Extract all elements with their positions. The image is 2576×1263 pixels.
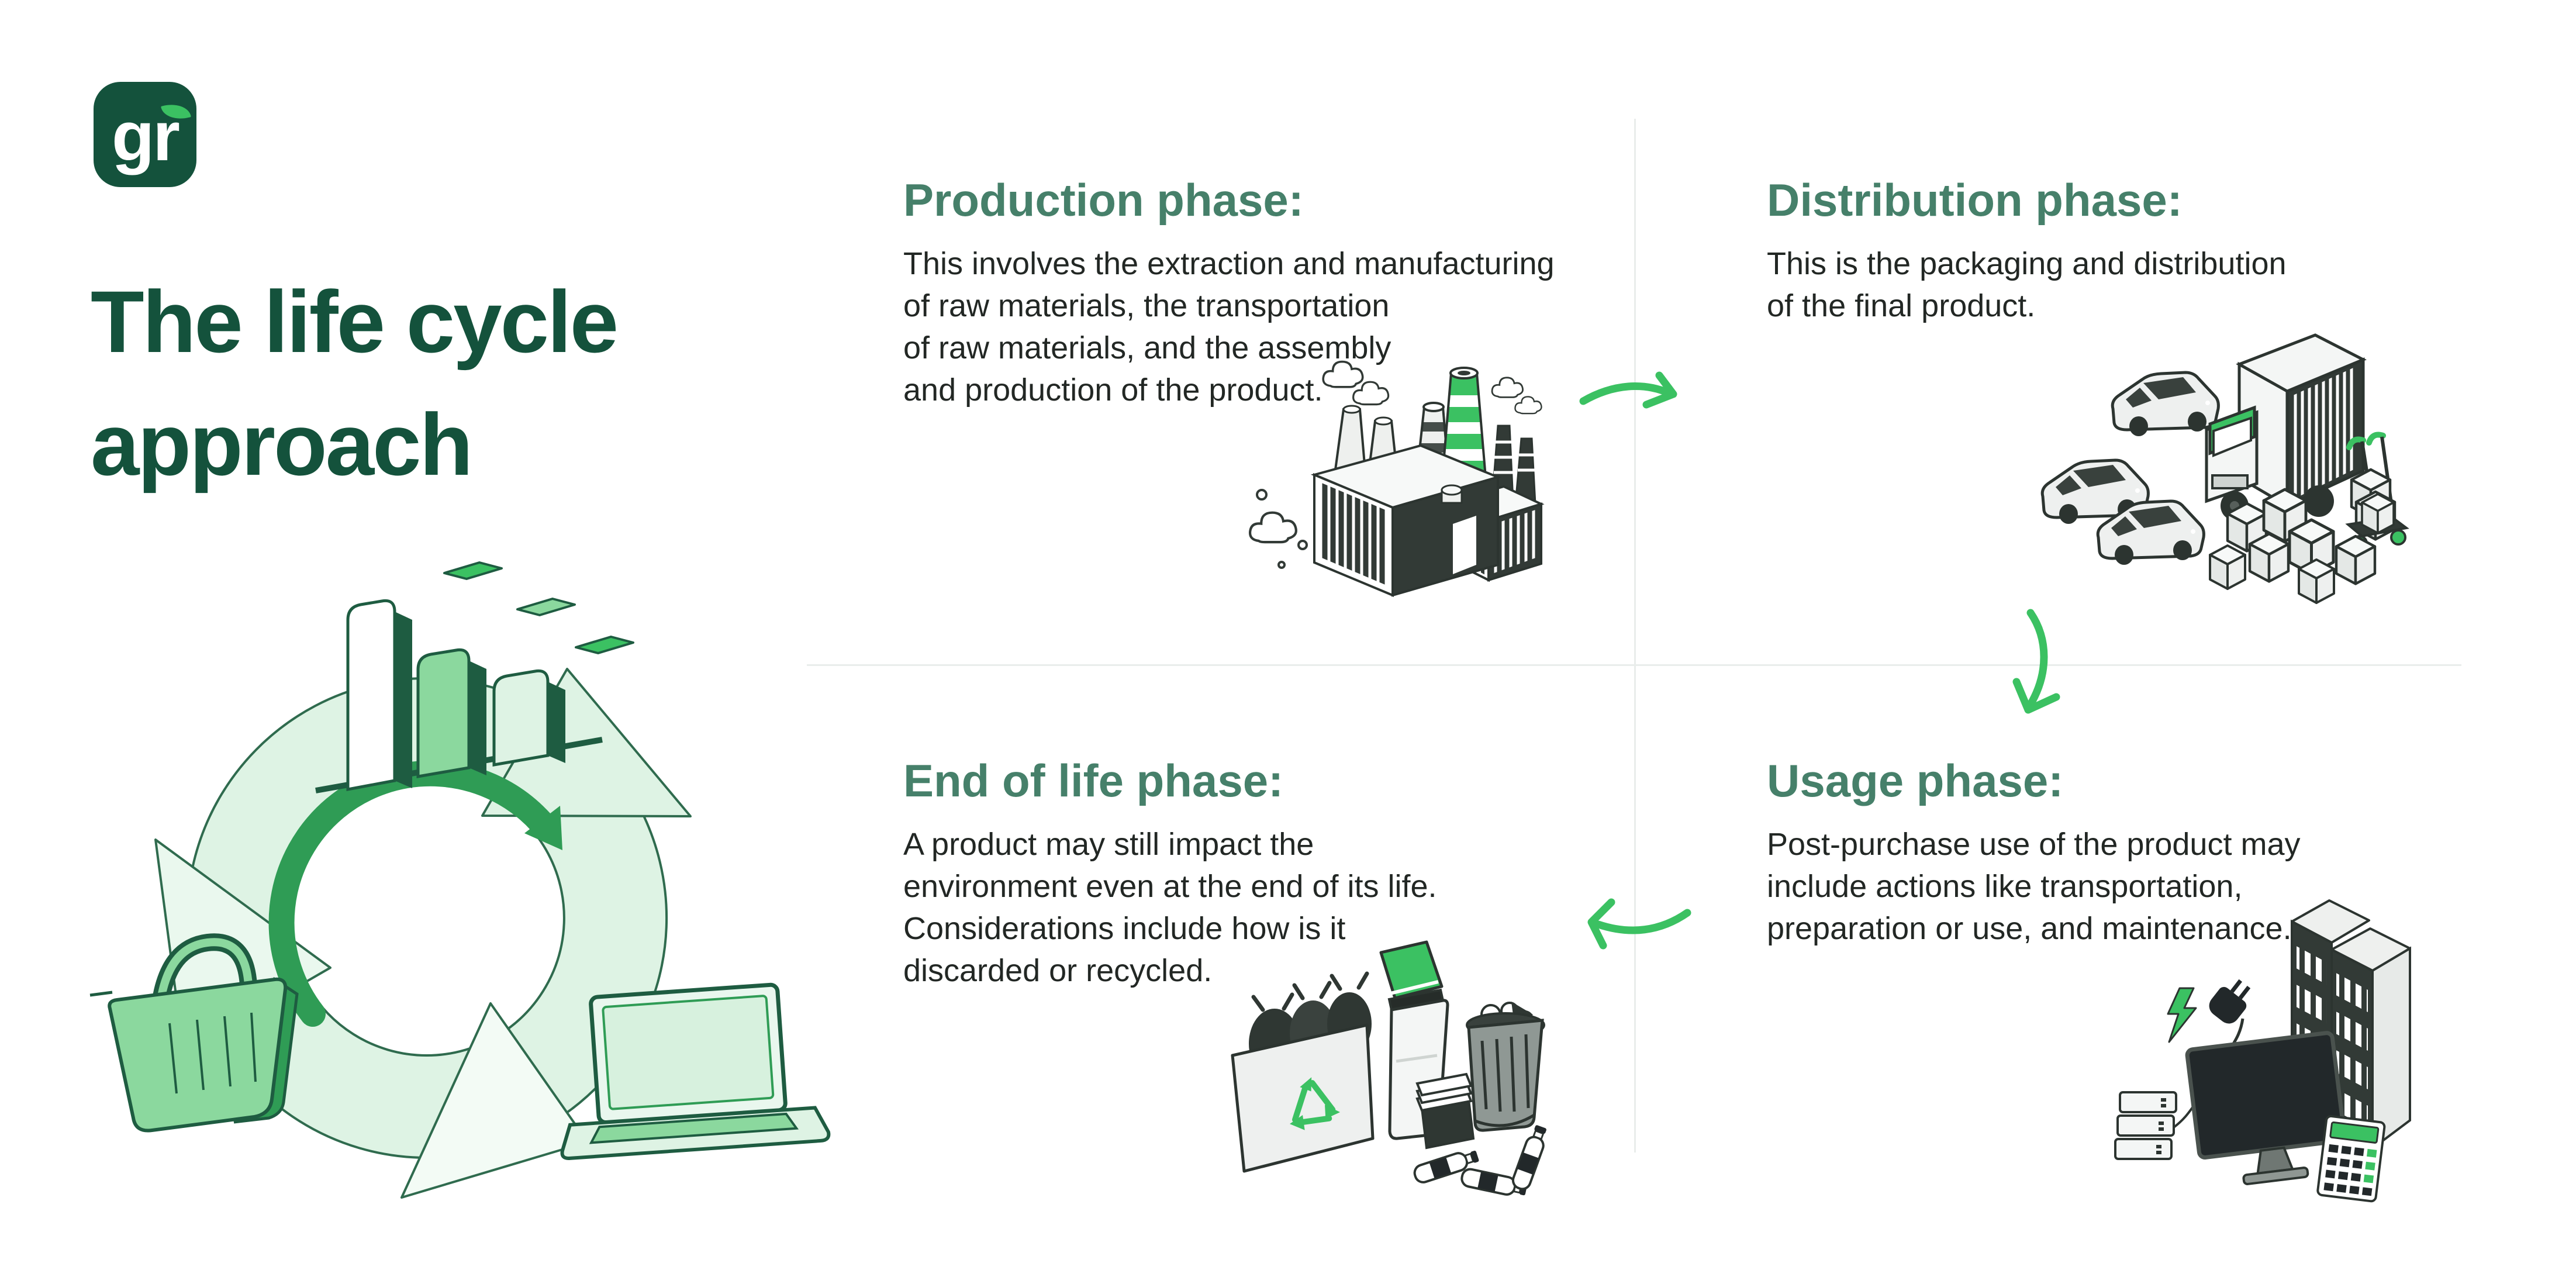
- production-line: This involves the extraction and manufac…: [903, 246, 1555, 281]
- usage-heading: Usage phase:: [1767, 755, 2064, 806]
- vertical-divider: [1634, 119, 1636, 1152]
- distribution-line: of the final product.: [1767, 288, 2036, 323]
- quadrant-production: Production phase: This involves the extr…: [903, 172, 1652, 411]
- trash-can-icon: [1466, 1002, 1545, 1132]
- shopping-basket-icon: [89, 933, 299, 1133]
- brand-logo: gr: [94, 82, 196, 187]
- end-of-life-line: Considerations include how is it: [903, 911, 1346, 946]
- page-title: The life cycle approach: [91, 260, 619, 506]
- usage-line: preparation or use, and maintenance.: [1767, 911, 2292, 946]
- production-line: of raw materials, and the assembly: [903, 330, 1391, 365]
- end-of-life-line: environment even at the end of its life.: [903, 869, 1437, 904]
- production-heading: Production phase:: [903, 174, 1304, 226]
- quadrant-end-of-life: End of life phase: A product may still i…: [903, 753, 1652, 992]
- quadrant-distribution: Distribution phase: This is the packagin…: [1767, 172, 2515, 327]
- end-of-life-heading: End of life phase:: [903, 755, 1284, 806]
- bar-chart-icon: [315, 561, 634, 793]
- life-cycle-illustration: [82, 538, 831, 1216]
- flow-arrow-right-icon: [1579, 368, 1696, 421]
- recycle-symbol-icon: [1289, 1077, 1340, 1130]
- delivery-truck-icon: [2205, 333, 2367, 520]
- laptop-icon: [560, 982, 831, 1160]
- quadrant-usage: Usage phase: Post-purchase use of the pr…: [1767, 753, 2515, 950]
- recycle-box-icon: [1231, 971, 1375, 1173]
- horizontal-divider: [807, 664, 2461, 666]
- calculator-icon: [2316, 1114, 2386, 1203]
- production-line: of raw materials, the transportation: [903, 288, 1390, 323]
- usage-line: include actions like transportation,: [1767, 869, 2243, 904]
- usage-line: Post-purchase use of the product may: [1767, 827, 2301, 862]
- end-of-life-illustration: [1216, 933, 1567, 1202]
- page-title-line-2: approach: [91, 395, 473, 494]
- car-icon: [2112, 372, 2218, 436]
- flow-arrow-left-icon: [1579, 898, 1696, 953]
- distribution-illustration: [2035, 319, 2415, 623]
- production-line: and production of the product.: [903, 372, 1323, 408]
- end-of-life-line: A product may still impact the: [903, 827, 1314, 862]
- paper-stack-icon: [1415, 1072, 1475, 1150]
- flow-arrow-down-icon: [2002, 608, 2073, 725]
- monitor-icon: [2185, 1031, 2347, 1185]
- distribution-line: This is the packaging and distribution: [1767, 246, 2287, 281]
- production-illustration: [1245, 351, 1549, 626]
- usage-illustration: [2105, 877, 2491, 1205]
- server-stack-icon: [2114, 1091, 2206, 1160]
- page-title-line-1: The life cycle: [91, 272, 619, 371]
- distribution-heading: Distribution phase:: [1767, 174, 2183, 226]
- end-of-life-line: discarded or recycled.: [903, 953, 1213, 988]
